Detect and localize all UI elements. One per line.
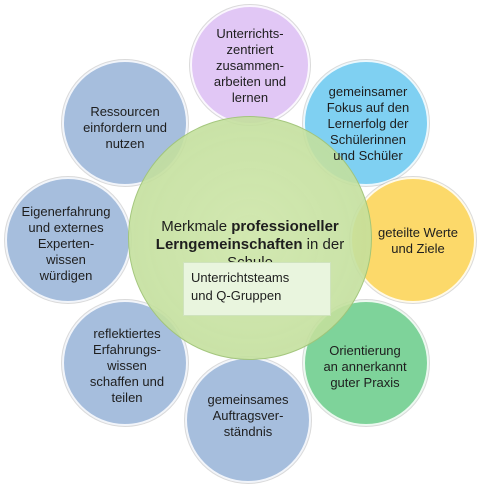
center-title: Merkmale professioneller Lerngemeinschaf…	[150, 200, 350, 272]
center-title-prefix: Merkmale	[161, 218, 232, 235]
center-circle	[128, 116, 372, 360]
node-circle-bottom	[185, 357, 311, 483]
node-label-left: Eigenerfahrung und externes Experten- wi…	[21, 204, 111, 283]
node-label-bottom-right: Orientierung an annerkannt guter Praxis	[323, 343, 407, 390]
node-label-top: Unterrichts- zentriert zusammen- arbeite…	[213, 26, 287, 105]
center-subbox-label: Unterrichtsteams und Q-Gruppen	[191, 270, 290, 303]
node-label-right: geteilte Werte und Ziele	[378, 225, 458, 256]
node-circle-top	[190, 5, 310, 125]
node-label-bottom-left: reflektiertes Erfahrungs- wissen schaffe…	[89, 326, 165, 405]
center-subbox	[183, 262, 331, 316]
node-label-top-right: gemeinsamer Fokus auf den Lernerfolg der…	[326, 84, 410, 163]
node-circle-left	[5, 177, 131, 303]
center-title-bold: professioneller Lerngemeinschaften	[155, 218, 339, 253]
node-label-bottom: gemeinsames Auftragsver- ständnis	[207, 392, 289, 439]
node-label-top-left: Ressourcen einfordern und nutzen	[83, 104, 167, 151]
